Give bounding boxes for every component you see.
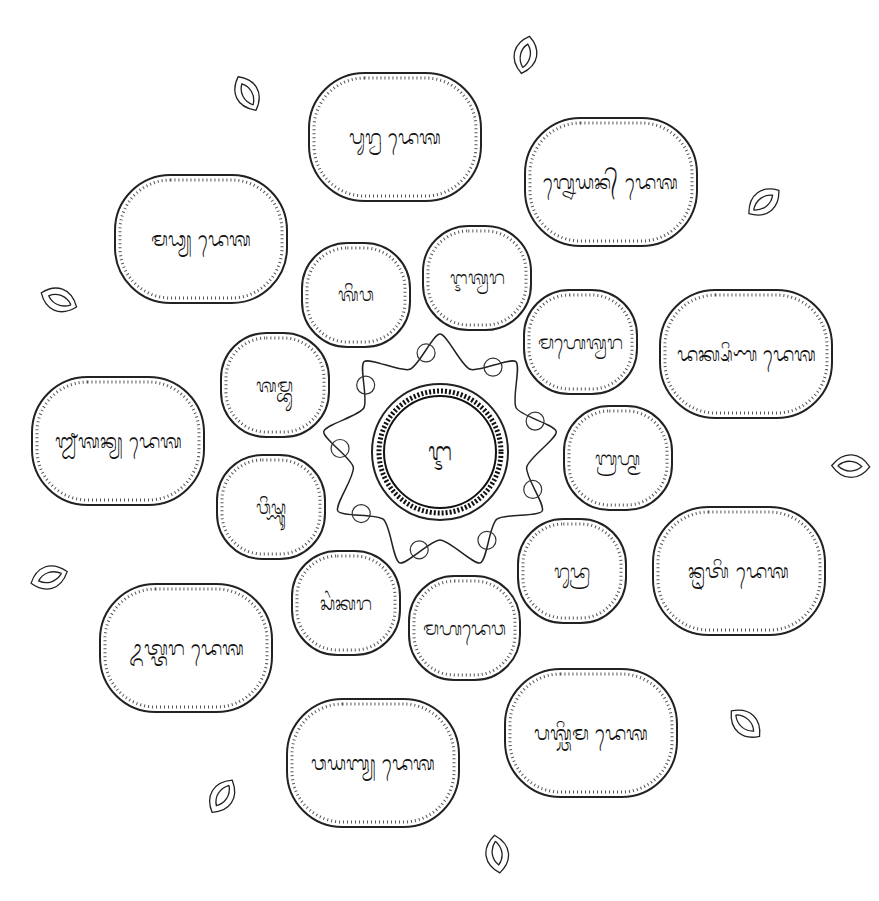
petal-text: ᬫᬳᬤᬾᬯ <box>423 617 506 640</box>
petal-border <box>518 519 626 623</box>
petal-hatch <box>569 411 667 505</box>
petal-text: ᬲᬂᬓᬭ <box>320 592 372 615</box>
swirl <box>352 505 370 523</box>
petal-hatch <box>120 180 282 298</box>
petal-border <box>525 118 697 246</box>
petal-border <box>221 333 329 437</box>
swirl <box>484 358 502 376</box>
petal-border <box>564 406 672 510</box>
petal-text: ᬧᬰ᭄ᬘᬶᬫ ᬤᬾᬰ <box>534 721 648 745</box>
petal-border <box>292 551 400 655</box>
outer-petal: ᬯᬬᬩ᭄ᬬ ᬤᬾᬰ <box>285 697 461 829</box>
petal-text: ᬉᬢ᭄ᬢᬭ ᬤᬾᬰ <box>129 636 244 660</box>
petal-border <box>32 377 204 505</box>
petal-hatch <box>428 231 526 325</box>
petal-text: ᬭᬸᬤ᭄ᬭ <box>554 560 590 583</box>
petal-hatch <box>297 556 395 650</box>
petal-hatch <box>307 248 405 342</box>
petal-border <box>653 507 825 635</box>
petal-border <box>287 699 459 827</box>
leaf-tip <box>203 774 242 818</box>
petal-hatch <box>414 581 515 675</box>
petal-border <box>302 243 410 347</box>
inner-petal: ᬲᬂᬓᬭ <box>290 549 402 657</box>
swirl <box>524 480 542 498</box>
petal-hatch <box>292 704 454 822</box>
center-ring <box>372 384 508 520</box>
inner-petal: ᬇᬰ᭄ᬯᬭ <box>421 224 533 332</box>
petal-hatch <box>523 524 621 618</box>
petal-hatch <box>105 589 267 707</box>
swirl <box>331 440 349 458</box>
petal-border <box>115 175 287 303</box>
leaf-tip <box>37 282 81 317</box>
petal-border <box>524 290 637 394</box>
outer-petal: ᬧᬰ᭄ᬘᬶᬫ ᬤᬾᬰ <box>503 667 679 799</box>
outer-petal: ᬕ᭄ᬦᬾᬬᬦ᭄ ᬤᬾᬰ <box>523 116 699 248</box>
petal-text: ᬫᬥ᭄ᬬ ᬤᬾᬰ <box>151 227 251 251</box>
petal-text: ᬐᬰᬦ᭄ᬬ ᬤᬾᬰ <box>55 429 182 453</box>
petal-text: ᬤᬓ᭄ᬱᬶᬡ ᬤᬾᬰ <box>677 342 816 366</box>
outer-petal: ᬤᬓ᭄ᬱᬶᬡ ᬤᬾᬰ <box>658 288 834 420</box>
petal-hatch <box>37 382 199 500</box>
petal-border <box>505 669 677 797</box>
inner-petal: ᬰᬫ᭄ᬪᬸ <box>219 331 331 439</box>
petal-text: ᬩ᭄ᬭᬳ᭄ᬫ <box>595 447 640 470</box>
swirl <box>526 412 544 430</box>
petal-border <box>409 576 520 680</box>
inner-petal: ᬭᬸᬤ᭄ᬭ <box>516 517 628 625</box>
leaf-tip <box>228 71 266 115</box>
petal-text: ᬯᬶᬱ᭄ᬡᬸ <box>256 496 286 519</box>
outer-petal: ᬐᬰᬦ᭄ᬬ ᬤᬾᬰ <box>30 375 206 507</box>
swirl <box>410 541 428 559</box>
petal-border <box>100 584 272 712</box>
petal-hatch <box>530 123 692 241</box>
swirl <box>357 376 375 394</box>
leaf-tip <box>724 703 767 745</box>
petal-text: ᬰᬶᬯ <box>338 283 374 306</box>
leaf-tip <box>28 561 71 594</box>
petal-hatch <box>222 460 320 554</box>
petal-hatch <box>510 674 672 792</box>
petal-hatch <box>226 338 324 432</box>
leaf-tip <box>831 454 870 478</box>
petal-text: ᬕ᭄ᬦᬾᬬᬦ᭄ ᬤᬾᬰ <box>543 170 677 194</box>
petal-hatch <box>658 512 820 630</box>
swirl <box>417 344 435 362</box>
leaf-tip <box>742 181 786 222</box>
petal-text: ᬦᬺᬢᬶ ᬤᬾᬰ <box>688 559 788 583</box>
inner-petal: ᬫᬳᬤᬾᬯ <box>407 574 522 682</box>
petal-hatch <box>665 295 827 413</box>
inner-petal: ᬩ᭄ᬭᬳ᭄ᬫ <box>562 404 674 512</box>
outer-petal: ᬫᬥ᭄ᬬ ᬤᬾᬰ <box>113 173 289 305</box>
petal-text: ᬯᬬᬩ᭄ᬬ ᬤᬾᬰ <box>311 751 435 775</box>
petal-text: ᬇ <box>428 436 452 467</box>
petal-text: ᬧᬸᬭ᭄ᬯ ᬤᬾᬰ <box>349 125 441 149</box>
petal-hatch <box>529 295 632 389</box>
petal-text: ᬰᬫ᭄ᬪᬸ <box>256 374 293 397</box>
center-ring <box>384 396 496 508</box>
petal-border <box>660 290 832 418</box>
decoration <box>28 34 871 874</box>
inner-petal: ᬰᬶᬯ <box>300 241 412 349</box>
swirl <box>478 531 496 549</box>
leaf-tip <box>483 834 511 875</box>
inner-petal: ᬯᬶᬱ᭄ᬡᬸ <box>215 453 327 561</box>
leaf-tip <box>510 34 540 76</box>
petal-border <box>217 455 325 559</box>
center-petal: ᬇ <box>370 382 510 522</box>
inner-petal: ᬫᬳᬾᬰ᭄ᬯᬭ <box>522 288 639 396</box>
petal-border <box>423 226 531 330</box>
petal-hatch <box>314 78 476 196</box>
petal-border <box>309 73 481 201</box>
center-ring <box>379 391 501 513</box>
outer-petal: ᬧᬸᬭ᭄ᬯ ᬤᬾᬰ <box>307 71 483 203</box>
outer-petal: ᬉᬢ᭄ᬢᬭ ᬤᬾᬰ <box>98 582 274 714</box>
petal-text: ᬇᬰ᭄ᬯᬭ <box>450 266 505 289</box>
petal-text: ᬫᬳᬾᬰ᭄ᬯᬭ <box>538 331 623 354</box>
center-star <box>324 334 556 563</box>
outer-petal: ᬦᬺᬢᬶ ᬤᬾᬰ <box>651 505 827 637</box>
